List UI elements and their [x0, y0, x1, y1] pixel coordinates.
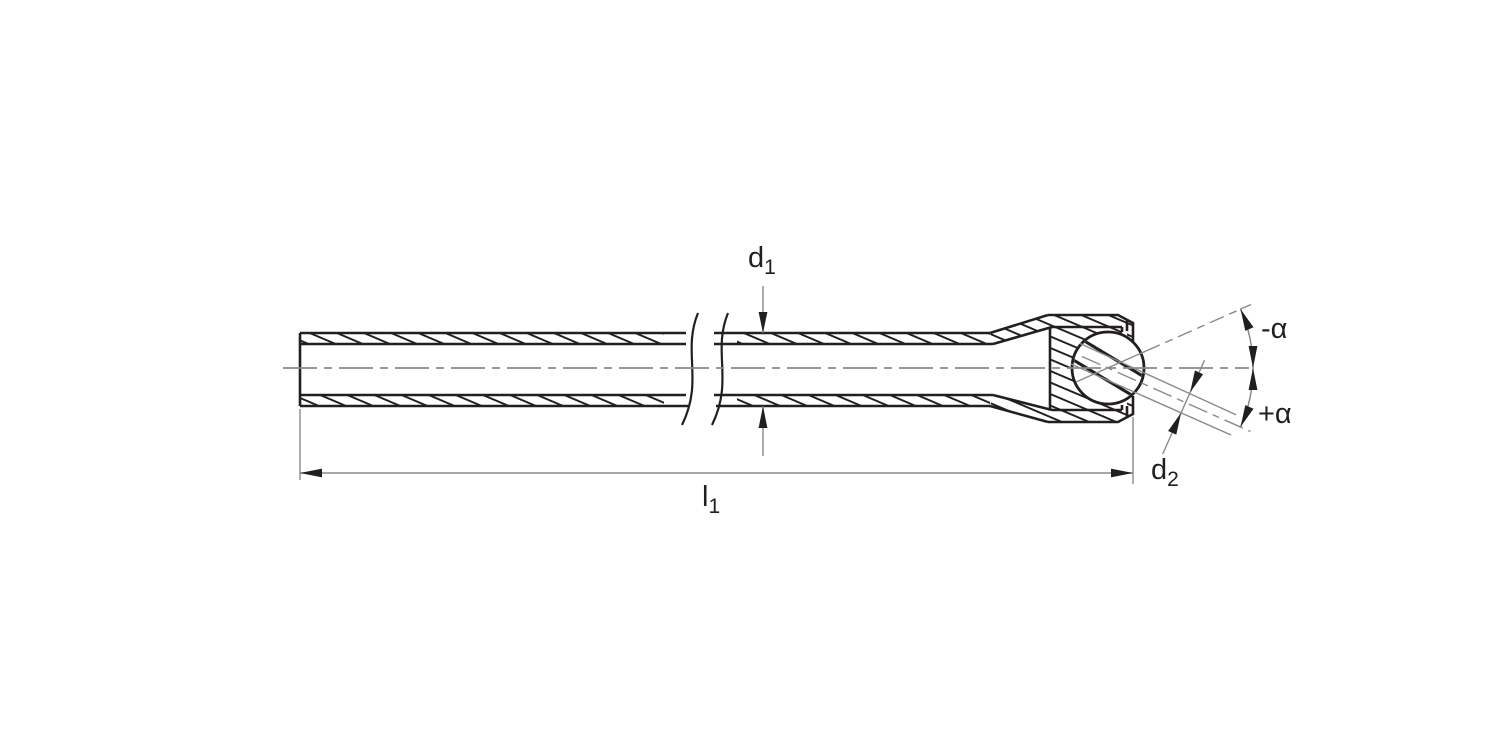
tube-wall-bottom-left-hatch [300, 395, 664, 406]
label-l1: l1 [702, 481, 720, 518]
tube-wall-top-left-hatch [300, 333, 664, 344]
alpha-neg-center-arrow-icon [1248, 346, 1258, 368]
break-curve-left [681, 312, 700, 426]
cone-wall-bottom-hatch [990, 395, 1052, 422]
section-hatching [300, 315, 1144, 422]
housing-bottom-band-hatch [1048, 396, 1133, 422]
alpha-neg-line-dashed [1145, 308, 1241, 352]
cone-wall-top-hatch [990, 315, 1052, 344]
l1-arrow-left-icon [300, 468, 322, 478]
alpha-neg-line-inner [1075, 350, 1147, 383]
tube-wall-bottom-right-hatch [737, 395, 990, 406]
alpha-neg-line-tick [1239, 303, 1252, 311]
label-alpha-pos: +α [1258, 398, 1292, 430]
alpha-pos-arc-arrow-icon [1240, 405, 1254, 427]
break-curve-right [711, 312, 730, 426]
arrowheads [300, 309, 1258, 478]
label-alpha-neg: -α [1261, 313, 1287, 345]
pin-edges [1070, 342, 1237, 436]
d1-arrow-bottom-icon [758, 406, 768, 428]
l1-arrow-right-icon [1111, 468, 1133, 478]
tube-wall-top-right-hatch [737, 333, 990, 344]
d2-arrow-lower-icon [1168, 412, 1182, 435]
alpha-neg-arc-arrow-icon [1240, 309, 1254, 331]
d1-arrow-top-icon [758, 312, 768, 333]
l1-extension-lines [299, 409, 1134, 484]
socket-housing-outline [1048, 313, 1135, 424]
socket-block-hatch [1050, 327, 1144, 410]
break-symbol [681, 312, 730, 426]
pin-axis-line [1081, 355, 1251, 433]
cone-outline [989, 313, 1053, 424]
label-d1: d1 [748, 242, 776, 279]
alpha-pos-center-arrow-icon [1248, 368, 1258, 390]
d2-arrow-upper-icon [1190, 370, 1204, 393]
housing-top-band-hatch [1048, 315, 1133, 341]
tube-outline [298, 331, 993, 408]
label-d2: d2 [1151, 454, 1179, 491]
